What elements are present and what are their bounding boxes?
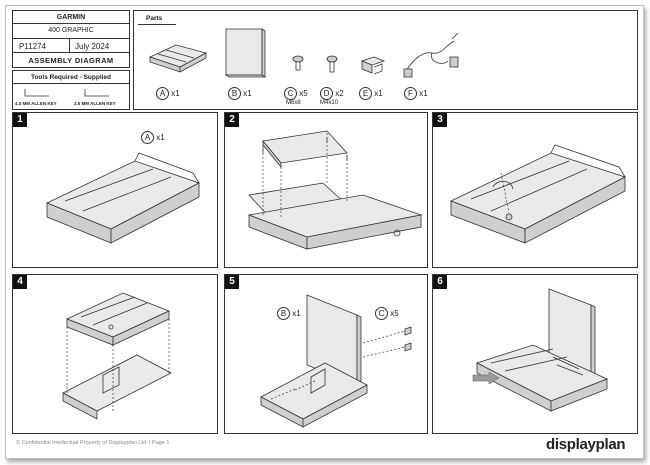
- part-letter-c: C: [284, 87, 297, 100]
- document-date: July 2024: [75, 42, 110, 51]
- screw-icon: [326, 55, 338, 73]
- part-a-shelf-drawing: [148, 44, 208, 73]
- step-5-qty-b: x1: [292, 309, 301, 318]
- step-1-shelf-drawing: [46, 152, 201, 244]
- tools-block: Tools Required - Supplied 4.0 MM ALLEN K…: [12, 70, 130, 110]
- part-b-callout: B x1: [228, 87, 252, 100]
- step-5-qty-c: x5: [390, 309, 399, 318]
- title-block: GARMIN 400 GRAPHIC P11274 July 2024 ASSE…: [12, 10, 130, 68]
- step-1-callout: A x1: [141, 131, 165, 144]
- step-5-callout-c: C x5: [375, 307, 399, 320]
- part-d-callout: D x2: [320, 87, 344, 100]
- tools-heading: Tools Required - Supplied: [30, 74, 112, 81]
- model-name: 400 GRAPHIC: [48, 27, 94, 34]
- step-5-panel-drawing: [260, 294, 412, 428]
- part-f-qty: x1: [419, 89, 428, 98]
- step-1-qty: x1: [156, 133, 165, 142]
- brand-name: GARMIN: [56, 14, 86, 21]
- parts-block: Parts A x1 B x1 C x5 M6x8 D x2 M4x10: [133, 10, 638, 110]
- tool-label-4mm: 4.0 MM ALLEN KEY: [15, 101, 57, 106]
- step-3-panel: 3: [432, 112, 638, 268]
- step-1-panel: 1 A x1: [12, 112, 218, 268]
- step-number-5: 5: [225, 275, 239, 289]
- step-number-2: 2: [225, 113, 239, 127]
- step-2-exploded-drawing: [247, 130, 423, 250]
- assembly-sheet: GARMIN 400 GRAPHIC P11274 July 2024 ASSE…: [5, 5, 644, 459]
- part-c-qty: x5: [299, 89, 308, 98]
- step-5-letter-c: C: [375, 307, 388, 320]
- screw-icon: [292, 55, 304, 71]
- tool-label-2-5mm: 2.5 MM ALLEN KEY: [74, 101, 116, 106]
- part-letter-a: A: [156, 87, 169, 100]
- part-c-callout: C x5: [284, 87, 308, 100]
- parts-heading: Parts: [146, 15, 163, 22]
- step-6-assembled-drawing: [475, 288, 609, 412]
- part-letter-e: E: [359, 87, 372, 100]
- part-e-qty: x1: [374, 89, 383, 98]
- displayplan-logo: displayplan: [546, 436, 626, 453]
- confidential-notice: © Confidential Intellectual Property of …: [16, 440, 170, 446]
- part-c-size: M6x8: [286, 100, 301, 106]
- document-title: ASSEMBLY DIAGRAM: [28, 56, 114, 65]
- part-b-panel-drawing: [224, 28, 267, 78]
- part-d-qty: x2: [335, 89, 344, 98]
- step-6-panel: 6: [432, 274, 638, 434]
- step-4-exploded-drawing: [62, 292, 172, 420]
- part-e-callout: E x1: [359, 87, 383, 100]
- part-letter-d: D: [320, 87, 333, 100]
- allen-key-icon: [84, 89, 109, 97]
- part-number: P11274: [19, 42, 46, 51]
- step-number-6: 6: [433, 275, 447, 289]
- step-3-fixing-drawing: [449, 144, 627, 244]
- step-number-3: 3: [433, 113, 447, 127]
- step-5-panel: 5 B x1 C x5: [224, 274, 428, 434]
- step-2-panel: 2: [224, 112, 428, 268]
- step-4-panel: 4: [12, 274, 218, 434]
- part-a-qty: x1: [171, 89, 180, 98]
- arrow-icon: [472, 371, 500, 385]
- allen-key-icon: [24, 89, 49, 97]
- step-5-letter-b: B: [277, 307, 290, 320]
- step-number-1: 1: [13, 113, 27, 127]
- step-number-4: 4: [13, 275, 27, 289]
- part-f-callout: F x1: [404, 87, 428, 100]
- power-cable-icon: [403, 32, 459, 78]
- part-letter-b: B: [228, 87, 241, 100]
- part-letter-f: F: [404, 87, 417, 100]
- step-5-callout-b: B x1: [277, 307, 301, 320]
- part-a-callout: A x1: [156, 87, 180, 100]
- part-d-size: M4x10: [320, 100, 339, 106]
- part-b-qty: x1: [243, 89, 252, 98]
- bracket-icon: [360, 56, 386, 75]
